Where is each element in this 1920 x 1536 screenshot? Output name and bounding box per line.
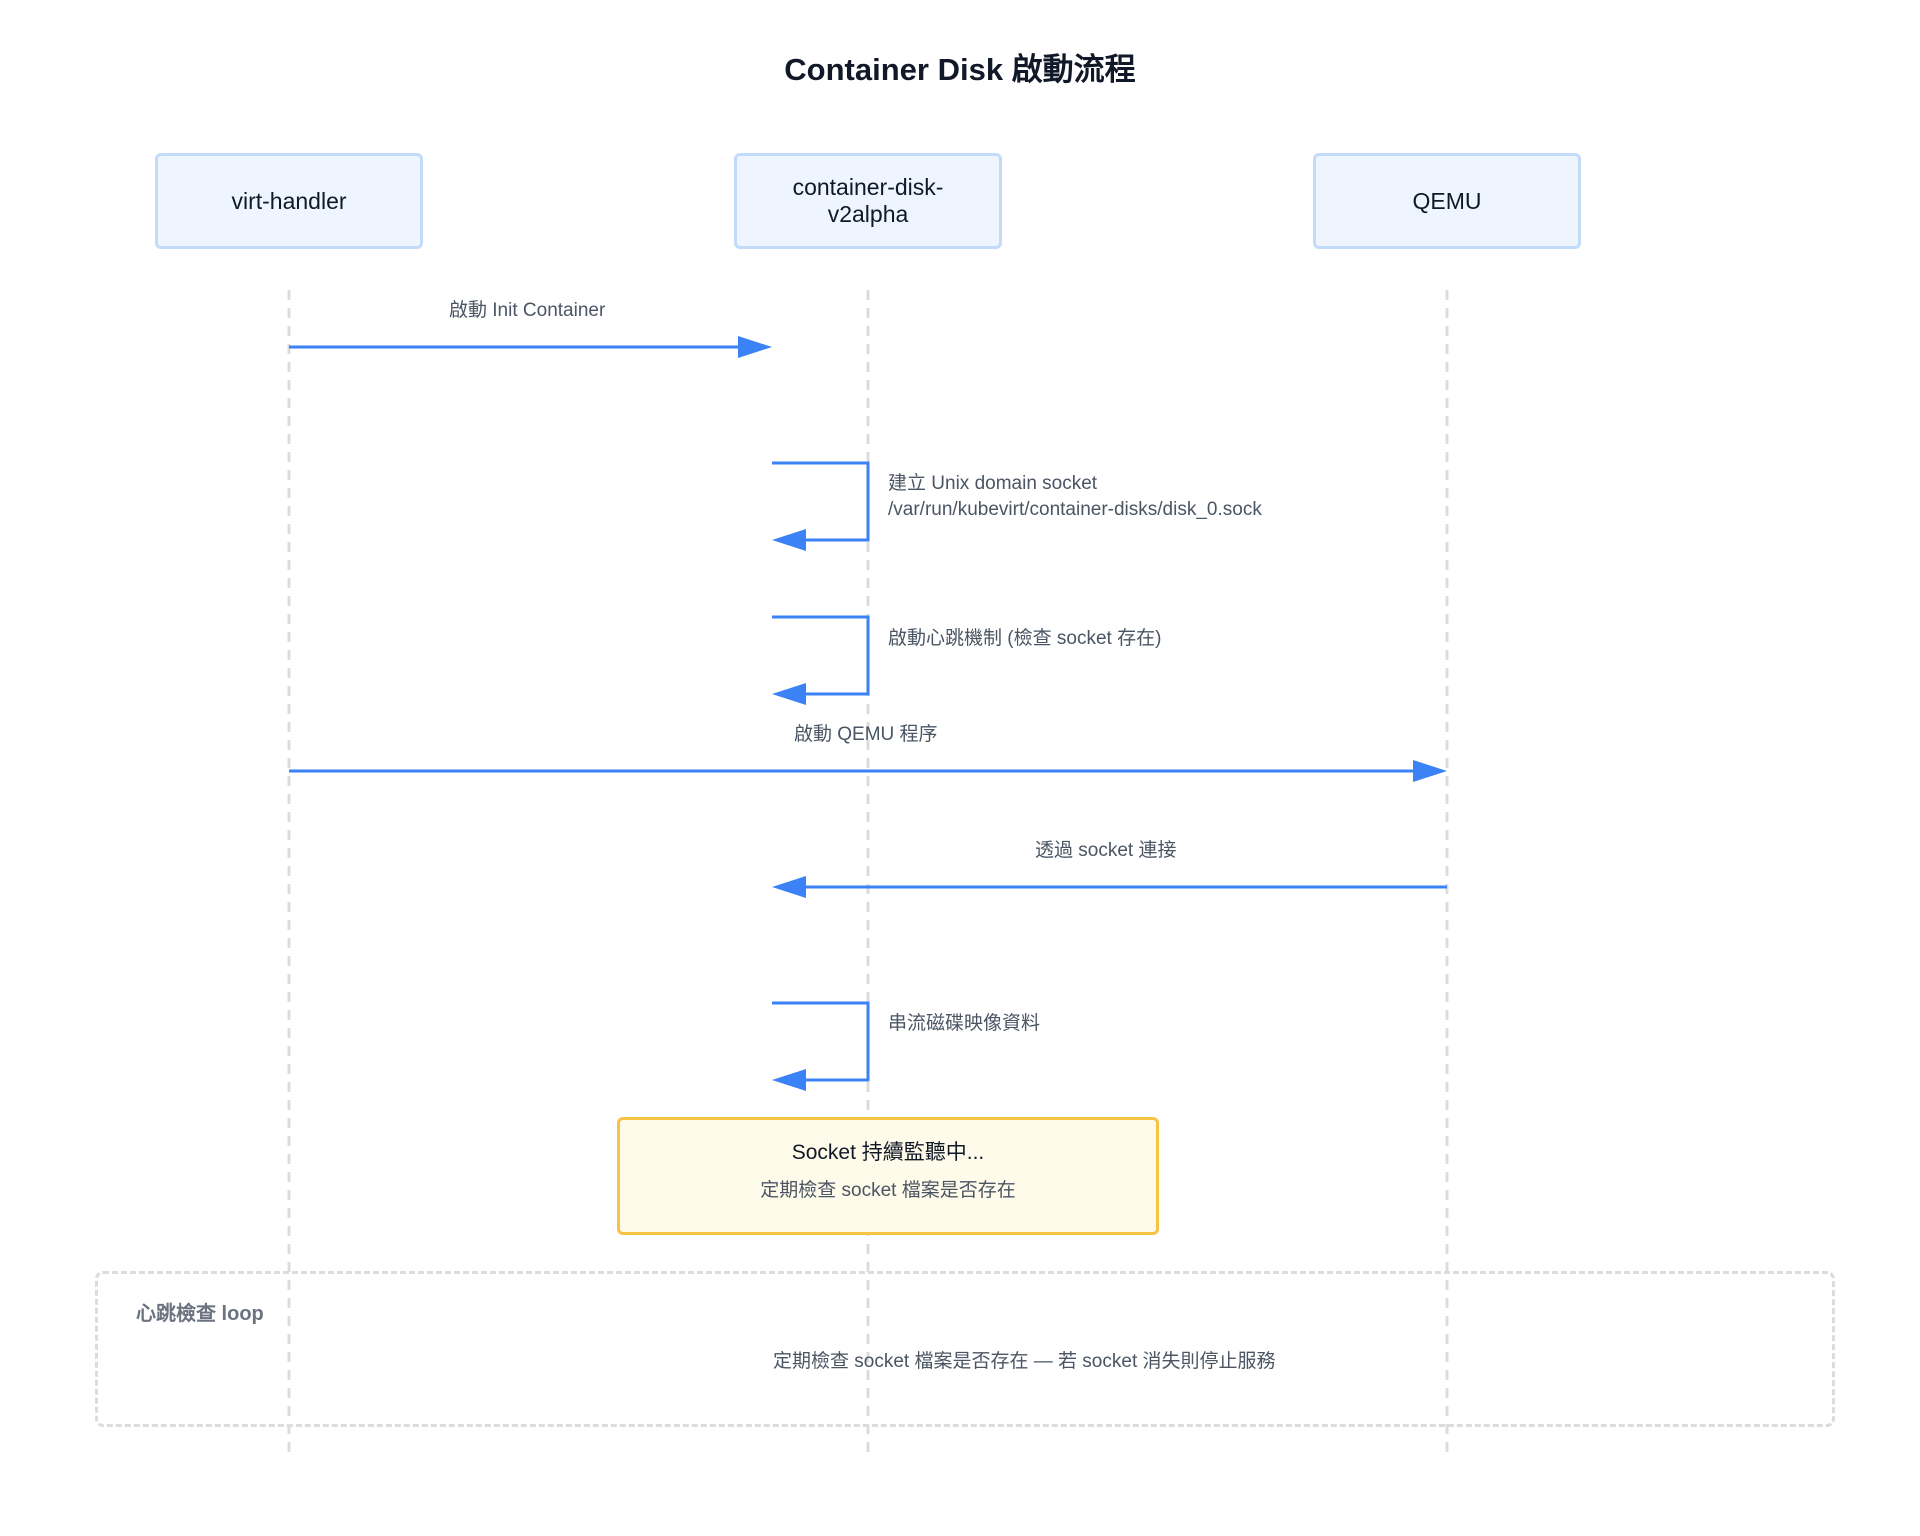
actor-virt-handler: virt-handler	[155, 153, 423, 249]
message-self-loop-stream-disk	[772, 1001, 870, 1091]
actor-label: virt-handler	[231, 187, 347, 214]
message-arrow-start-qemu	[289, 760, 1447, 782]
loop-frame	[95, 1271, 1835, 1427]
note-subtitle: 定期檢查 socket 檔案是否存在	[760, 1180, 1016, 1201]
actor-container-disk: container-disk-v2alpha	[734, 153, 1002, 249]
message-label: 透過 socket 連接	[1035, 840, 1177, 861]
actor-label: container-disk-v2alpha	[792, 174, 944, 227]
message-label: 串流磁碟映像資料	[888, 1013, 1041, 1034]
message-self-loop-create-socket	[772, 461, 870, 551]
message-self-loop-heartbeat	[772, 615, 870, 705]
message-label: 啟動 QEMU 程序	[794, 724, 938, 745]
message-arrow-socket-connect	[772, 876, 1447, 898]
actor-qemu: QEMU	[1313, 153, 1581, 249]
note-box: Socket 持續監聽中... 定期檢查 socket 檔案是否存在	[617, 1117, 1159, 1235]
diagram-title: Container Disk 啟動流程	[784, 52, 1136, 87]
message-label-path: /var/run/kubevirt/container-disks/disk_0…	[888, 499, 1262, 520]
loop-description: 定期檢查 socket 檔案是否存在 — 若 socket 消失則停止服務	[773, 1351, 1276, 1372]
message-label: 啟動心跳機制 (檢查 socket 存在)	[888, 628, 1162, 649]
loop-label: 心跳檢查 loop	[136, 1303, 264, 1325]
note-title: Socket 持續監聽中...	[791, 1141, 985, 1164]
actor-label: QEMU	[1412, 187, 1482, 214]
message-label: 建立 Unix domain socket	[888, 473, 1098, 494]
message-label: 啟動 Init Container	[449, 300, 606, 321]
message-arrow-start-init-container	[289, 336, 772, 358]
